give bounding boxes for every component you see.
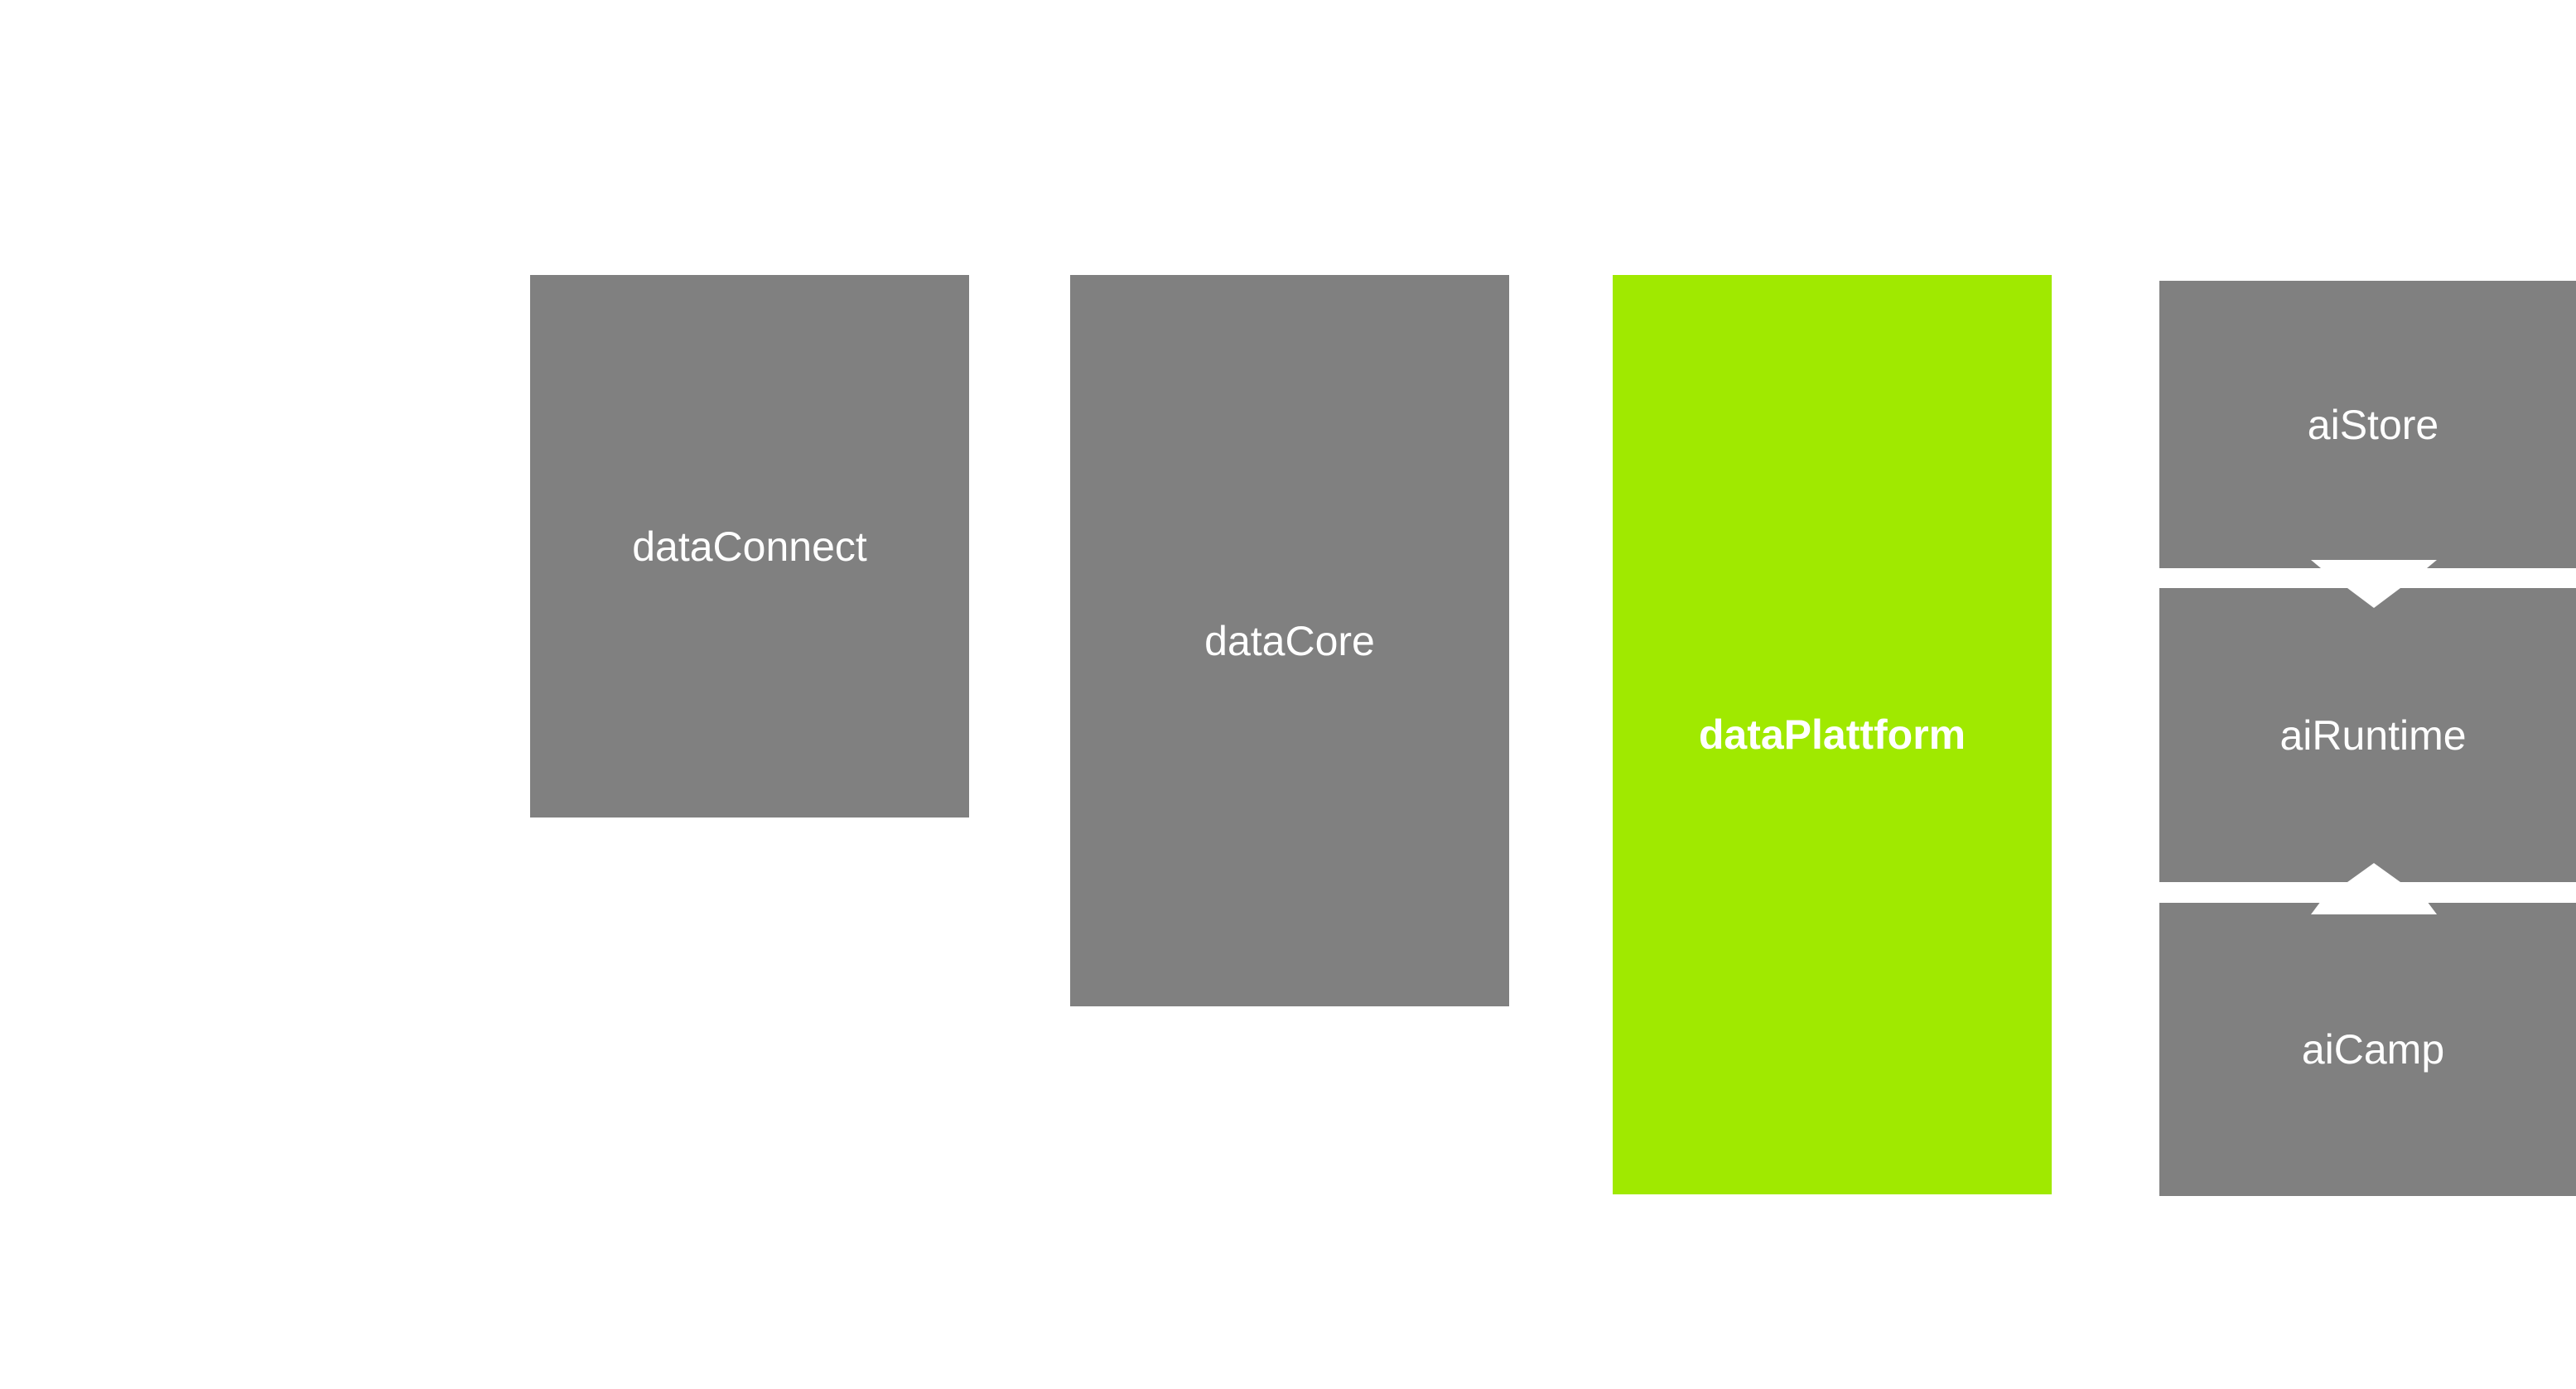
node-airuntime: aiRuntime — [2159, 588, 2576, 882]
node-dataplattform: dataPlattform — [1613, 275, 2052, 1194]
node-aicamp: aiCamp — [2159, 903, 2576, 1196]
node-label-datacore: dataCore — [1204, 617, 1375, 664]
node-dataconnect: dataConnect — [530, 275, 969, 817]
node-aistore: aiStore — [2159, 281, 2576, 568]
node-label-dataplattform: dataPlattform — [1698, 711, 1966, 758]
node-label-aistore: aiStore — [2307, 401, 2439, 448]
node-datacore: dataCore — [1070, 275, 1509, 1006]
node-label-airuntime: aiRuntime — [2279, 711, 2467, 759]
node-label-aicamp: aiCamp — [2301, 1026, 2445, 1073]
arrow-down-icon — [2311, 560, 2437, 608]
arrow-up-icon — [2311, 863, 2437, 914]
node-label-dataconnect: dataConnect — [632, 523, 867, 570]
